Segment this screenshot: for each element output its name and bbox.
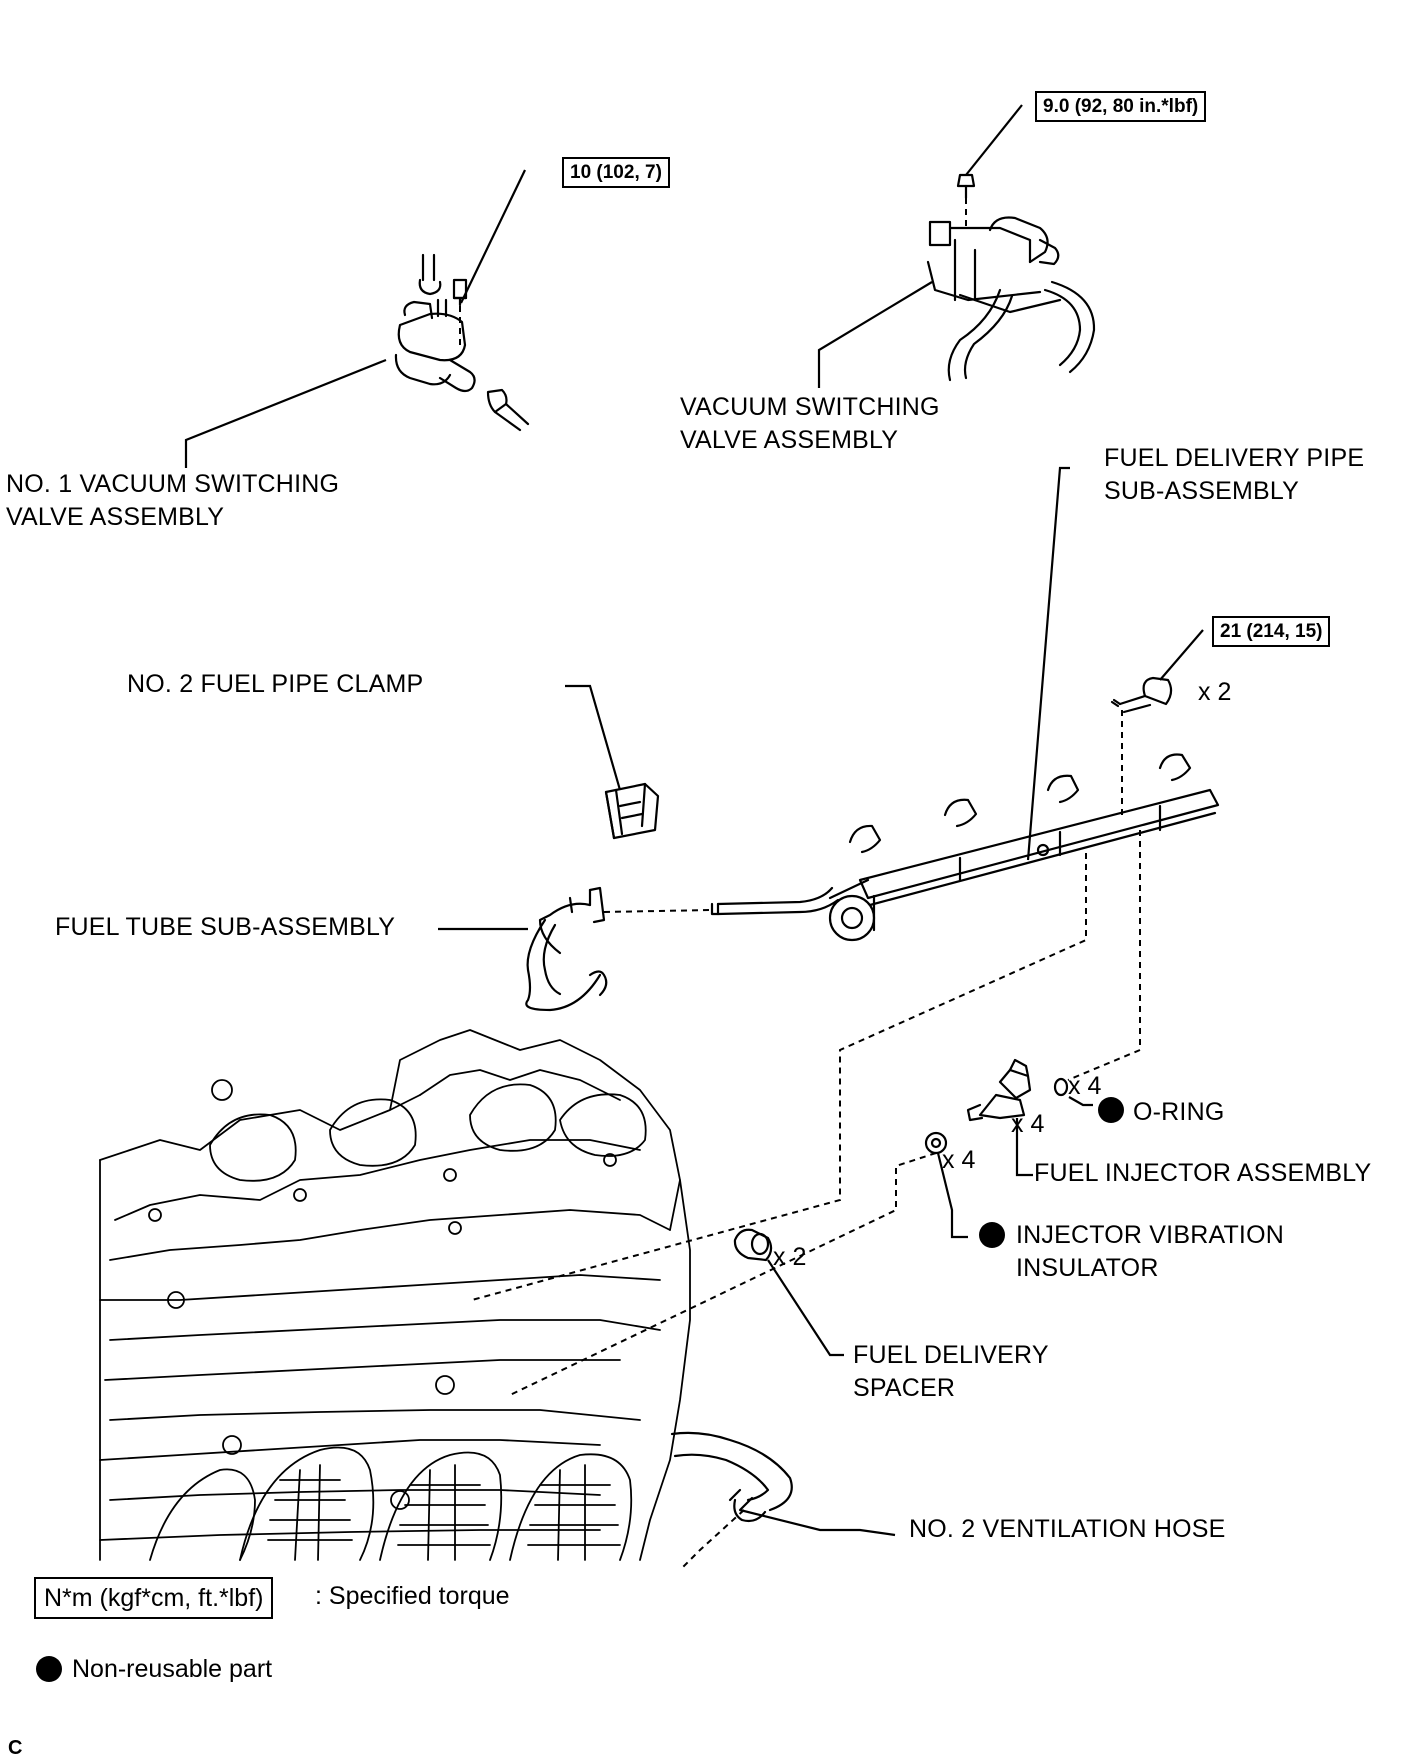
torque-no1-vsv-bolt: 10 (102, 7) (562, 157, 670, 188)
label-injector-vibration-insulator: INJECTOR VIBRATION INSULATOR (1016, 1221, 1284, 1282)
leader-lines (184, 104, 1204, 1537)
no1-vsv-drawing (394, 253, 530, 432)
label-o-ring: O-RING (1133, 1098, 1225, 1126)
ventilation-hose-drawing (670, 1431, 793, 1523)
vsv-drawing (926, 173, 1096, 382)
engine-outline (99, 1029, 691, 1561)
corner-mark: C (8, 1737, 23, 1759)
fuel-injector-drawing (966, 1058, 1032, 1122)
non-reusable-insulator-icon (979, 1222, 1005, 1248)
label-no2-ventilation-hose: NO. 2 VENTILATION HOSE (909, 1515, 1226, 1543)
label-vacuum-switching-valve: VACUUM SWITCHING VALVE ASSEMBLY (680, 393, 940, 454)
non-reusable-o-ring-icon (1098, 1097, 1124, 1123)
multiplier-o-ring: x 4 (1068, 1072, 1102, 1100)
torque-delivery-pipe-bolt: 21 (214, 15) (1212, 616, 1331, 647)
label-fuel-delivery-pipe: FUEL DELIVERY PIPE SUB-ASSEMBLY (1104, 444, 1365, 505)
legend-non-reusable: Non-reusable part (72, 1655, 273, 1683)
multiplier-fuel-injector: x 4 (1011, 1110, 1045, 1138)
torque-vsv-bolt: 9.0 (92, 80 in.*lbf) (1035, 91, 1207, 122)
label-fuel-injector: FUEL INJECTOR ASSEMBLY (1034, 1159, 1372, 1187)
dashed-guides (459, 198, 1141, 1571)
delivery-pipe-bolts-drawing (1110, 676, 1173, 714)
fuel-tube-drawing (525, 886, 608, 1012)
legend-non-reusable-icon (36, 1656, 62, 1682)
multiplier-spacer: x 2 (773, 1243, 807, 1271)
fuel-delivery-spacer-drawing (733, 1228, 773, 1262)
multiplier-delivery-pipe-bolt: x 2 (1198, 678, 1232, 706)
label-fuel-tube: FUEL TUBE SUB-ASSEMBLY (55, 913, 396, 941)
legend-torque-description: : Specified torque (315, 1582, 510, 1610)
label-no2-fuel-pipe-clamp: NO. 2 FUEL PIPE CLAMP (127, 670, 424, 698)
o-ring-drawing (1053, 1077, 1069, 1097)
fuel-pipe-clamp-drawing (604, 782, 660, 840)
multiplier-insulator: x 4 (942, 1146, 976, 1174)
legend-torque-unit: N*m (kgf*cm, ft.*lbf) (34, 1577, 274, 1619)
label-fuel-delivery-spacer: FUEL DELIVERY SPACER (853, 1341, 1049, 1402)
fuel-delivery-pipe-drawing (710, 753, 1220, 942)
label-no1-vacuum-switching-valve: NO. 1 VACUUM SWITCHING VALVE ASSEMBLY (6, 470, 340, 531)
